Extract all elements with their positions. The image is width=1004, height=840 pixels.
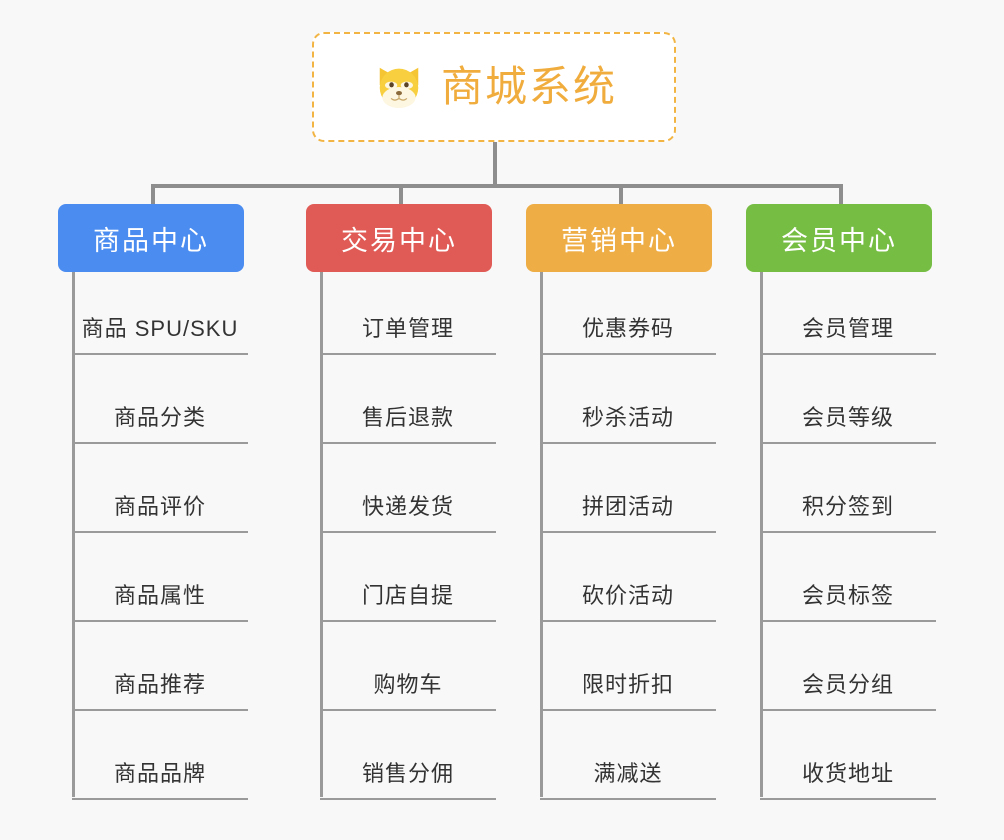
leaf-node[interactable]: 商品 SPU/SKU xyxy=(72,272,248,355)
leaf-label: 优惠券码 xyxy=(581,316,674,341)
leaf-node[interactable]: 商品评价 xyxy=(72,444,248,533)
category-label: 营销中心 xyxy=(561,225,677,256)
leaf-node[interactable]: 限时折扣 xyxy=(540,622,716,711)
leaf-node[interactable]: 积分签到 xyxy=(760,444,936,533)
leaf-label: 会员管理 xyxy=(801,316,894,341)
leaf-node[interactable]: 会员管理 xyxy=(760,272,936,355)
leaf-list-product-center: 商品 SPU/SKU 商品分类 商品评价 商品属性 商品推荐 商品品牌 xyxy=(58,272,248,800)
connector-drop-marketing xyxy=(619,184,623,206)
leaf-label: 满减送 xyxy=(593,761,663,786)
leaf-label: 销售分佣 xyxy=(361,761,454,786)
leaf-node[interactable]: 会员标签 xyxy=(760,533,936,622)
branch-spine xyxy=(72,272,75,797)
leaf-node[interactable]: 商品品牌 xyxy=(72,711,248,800)
leaf-node[interactable]: 订单管理 xyxy=(320,272,496,355)
leaf-node[interactable]: 商品分类 xyxy=(72,355,248,444)
branch-spine xyxy=(540,272,543,797)
leaf-label: 会员标签 xyxy=(801,583,894,608)
category-label: 会员中心 xyxy=(781,225,897,256)
leaf-node[interactable]: 售后退款 xyxy=(320,355,496,444)
category-header-product-center[interactable]: 商品中心 xyxy=(58,204,244,272)
leaf-list-member-center: 会员管理 会员等级 积分签到 会员标签 会员分组 收货地址 xyxy=(746,272,936,800)
shiba-dog-icon xyxy=(379,67,419,108)
leaf-label: 门店自提 xyxy=(361,583,454,608)
leaf-list-marketing-center: 优惠券码 秒杀活动 拼团活动 砍价活动 限时折扣 满减送 xyxy=(526,272,716,800)
leaf-label: 商品评价 xyxy=(113,494,206,519)
category-label: 商品中心 xyxy=(93,225,209,256)
leaf-label: 会员等级 xyxy=(801,405,894,430)
leaf-label: 商品品牌 xyxy=(113,761,206,786)
leaf-label: 售后退款 xyxy=(361,405,454,430)
leaf-label: 商品属性 xyxy=(113,583,206,608)
branch-product-center: 商品中心 商品 SPU/SKU 商品分类 商品评价 商品属性 商品推荐 商品品牌 xyxy=(58,204,248,800)
leaf-label: 限时折扣 xyxy=(581,672,674,697)
category-header-trade-center[interactable]: 交易中心 xyxy=(306,204,492,272)
leaf-node[interactable]: 优惠券码 xyxy=(540,272,716,355)
connector-drop-trade xyxy=(399,184,403,206)
branch-marketing-center: 营销中心 优惠券码 秒杀活动 拼团活动 砍价活动 限时折扣 满减送 xyxy=(526,204,716,800)
root-node[interactable]: 商城系统 xyxy=(312,32,676,142)
leaf-label: 会员分组 xyxy=(801,672,894,697)
category-header-marketing-center[interactable]: 营销中心 xyxy=(526,204,712,272)
leaf-label: 商品推荐 xyxy=(113,672,206,697)
leaf-node[interactable]: 满减送 xyxy=(540,711,716,800)
leaf-node[interactable]: 收货地址 xyxy=(760,711,936,800)
leaf-label: 商品分类 xyxy=(113,405,206,430)
leaf-label: 收货地址 xyxy=(801,761,894,786)
leaf-node[interactable]: 会员等级 xyxy=(760,355,936,444)
leaf-list-trade-center: 订单管理 售后退款 快递发货 门店自提 购物车 销售分佣 xyxy=(306,272,496,800)
leaf-label: 商品 SPU/SKU xyxy=(81,316,239,341)
connector-root-stem xyxy=(493,142,497,186)
leaf-node[interactable]: 商品属性 xyxy=(72,533,248,622)
leaf-label: 积分签到 xyxy=(801,494,894,519)
branch-trade-center: 交易中心 订单管理 售后退款 快递发货 门店自提 购物车 销售分佣 xyxy=(306,204,496,800)
connector-drop-product xyxy=(151,184,155,206)
leaf-node[interactable]: 秒杀活动 xyxy=(540,355,716,444)
branch-spine xyxy=(760,272,763,797)
category-header-member-center[interactable]: 会员中心 xyxy=(746,204,932,272)
leaf-node[interactable]: 商品推荐 xyxy=(72,622,248,711)
leaf-node[interactable]: 会员分组 xyxy=(760,622,936,711)
leaf-node[interactable]: 销售分佣 xyxy=(320,711,496,800)
category-label: 交易中心 xyxy=(341,225,457,256)
leaf-label: 快递发货 xyxy=(361,494,454,519)
leaf-label: 购物车 xyxy=(373,672,443,697)
root-title: 商城系统 xyxy=(440,63,617,110)
leaf-label: 秒杀活动 xyxy=(581,405,674,430)
leaf-label: 拼团活动 xyxy=(581,494,674,519)
leaf-node[interactable]: 购物车 xyxy=(320,622,496,711)
connector-horizontal-bus xyxy=(151,184,839,188)
leaf-label: 砍价活动 xyxy=(581,583,674,608)
branch-member-center: 会员中心 会员管理 会员等级 积分签到 会员标签 会员分组 收货地址 xyxy=(746,204,936,800)
leaf-node[interactable]: 快递发货 xyxy=(320,444,496,533)
leaf-label: 订单管理 xyxy=(361,316,454,341)
leaf-node[interactable]: 拼团活动 xyxy=(540,444,716,533)
leaf-node[interactable]: 砍价活动 xyxy=(540,533,716,622)
branch-spine xyxy=(320,272,323,797)
leaf-node[interactable]: 门店自提 xyxy=(320,533,496,622)
connector-drop-member xyxy=(839,184,843,206)
